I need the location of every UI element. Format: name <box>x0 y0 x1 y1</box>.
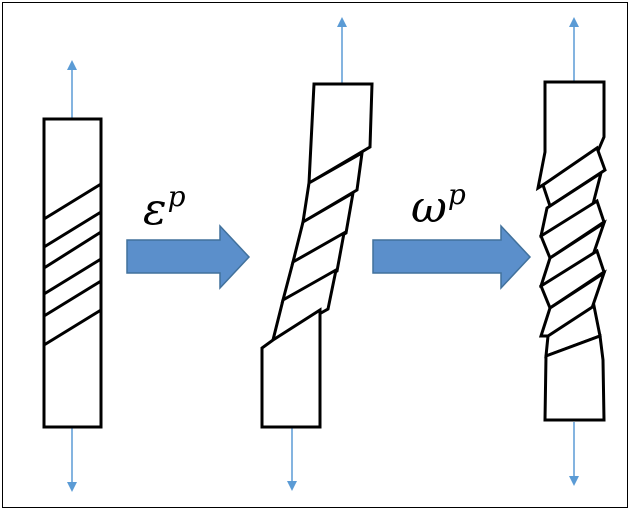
slip-bands-1 <box>43 182 102 347</box>
block-top-2 <box>307 82 374 186</box>
process-arrow-strain <box>126 224 251 290</box>
specimen-undeformed <box>42 60 103 492</box>
plastic-strain-label: εp <box>143 183 186 232</box>
block-bottom-2 <box>260 307 322 429</box>
block-bottom-3 <box>543 333 606 422</box>
plastic-strain-superscript: p <box>167 180 186 213</box>
block-d <box>270 267 339 344</box>
specimen-sheared <box>260 17 374 491</box>
plastic-rotation-superscript: p <box>447 178 466 211</box>
specimen-body-1 <box>42 117 103 429</box>
block-a <box>301 150 364 225</box>
plastic-strain-symbol: ε <box>143 184 167 235</box>
plastic-rotation-symbol: ω <box>411 182 447 233</box>
twist-band-a <box>541 145 607 209</box>
plastic-rotation-label: ωp <box>411 181 466 230</box>
block-b <box>290 190 356 265</box>
specimen-rotated <box>535 17 607 486</box>
process-arrow-rotation <box>372 224 532 290</box>
